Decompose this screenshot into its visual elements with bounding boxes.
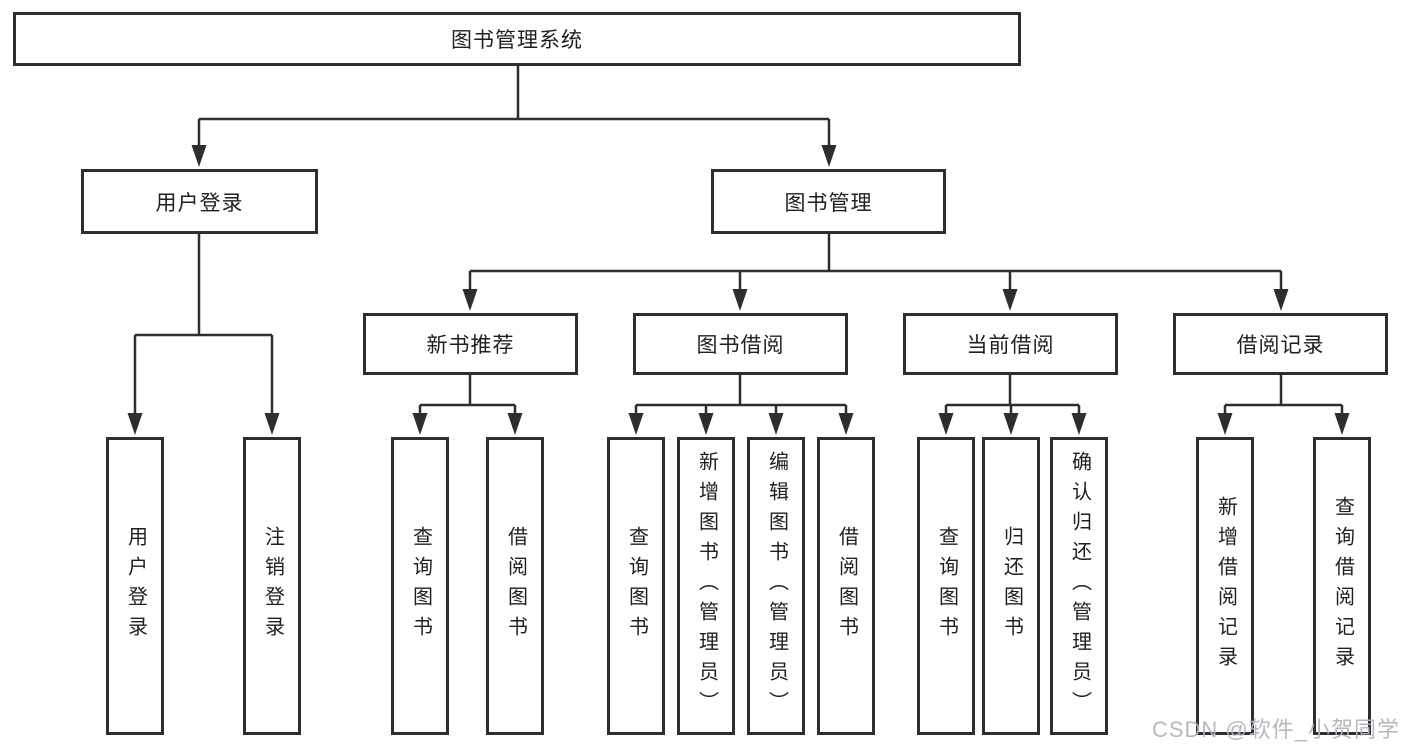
node-label: 当前借阅 xyxy=(966,334,1055,357)
leaf-edit-books-admin: 编辑图书（管理员） xyxy=(747,437,805,735)
node-new-book-recommend: 新书推荐 xyxy=(363,313,578,375)
arrowhead xyxy=(412,413,428,435)
node-label: 查询图书 xyxy=(935,526,958,646)
arrowhead xyxy=(698,413,714,435)
node-label: 借阅记录 xyxy=(1236,334,1325,357)
connector-borrow-records-to-leaves xyxy=(1217,375,1350,435)
connector-current-borrow-to-leaves xyxy=(938,375,1087,435)
connector-line xyxy=(944,375,1081,413)
leaf-borrow-books-recommend: 借阅图书 xyxy=(486,437,544,735)
node-label: 查询图书 xyxy=(625,526,648,646)
node-label: 用户登录 xyxy=(155,191,244,215)
arrowhead xyxy=(821,145,837,167)
leaf-add-borrow-record: 新增借阅记录 xyxy=(1196,437,1254,735)
connector-line xyxy=(197,66,831,152)
arrowhead xyxy=(127,413,143,435)
node-label: 借阅图书 xyxy=(504,526,527,646)
arrowhead xyxy=(191,145,207,167)
connector-line xyxy=(133,234,274,413)
connector-book-borrow-to-leaves xyxy=(628,375,854,435)
arrowhead xyxy=(1334,413,1350,435)
node-label: 图书借阅 xyxy=(696,334,785,357)
node-book-borrow: 图书借阅 xyxy=(633,313,848,375)
arrowhead xyxy=(1003,413,1019,435)
node-label: 查询借阅记录 xyxy=(1331,496,1354,676)
node-label: 注销登录 xyxy=(261,526,284,646)
connector-line xyxy=(634,375,848,413)
leaf-logout: 注销登录 xyxy=(243,437,301,735)
node-library-management-system: 图书管理系统 xyxy=(13,12,1021,66)
arrowhead xyxy=(507,413,523,435)
connector-user-login-to-leaves xyxy=(127,234,280,435)
leaf-query-borrow-record: 查询借阅记录 xyxy=(1313,437,1371,735)
node-label: 归还图书 xyxy=(1000,526,1023,646)
csdn-watermark: CSDN @软件_小贺同学 xyxy=(1151,717,1400,742)
arrowhead xyxy=(768,413,784,435)
node-current-borrow: 当前借阅 xyxy=(903,313,1118,375)
arrowhead xyxy=(938,413,954,435)
connector-line xyxy=(1223,375,1344,413)
arrowhead xyxy=(1002,289,1018,311)
connector-book-management-to-level3 xyxy=(462,234,1289,311)
node-borrow-records: 借阅记录 xyxy=(1173,313,1388,375)
leaf-query-books-borrow: 查询图书 xyxy=(607,437,665,735)
connector-new-book-recommend-to-leaves xyxy=(412,375,523,435)
arrowhead xyxy=(732,289,748,311)
node-label: 查询图书 xyxy=(409,526,432,646)
node-label: 新增借阅记录 xyxy=(1214,496,1237,676)
node-label: 新书推荐 xyxy=(426,334,515,357)
node-label: 图书管理系统 xyxy=(451,29,583,52)
leaf-add-books-admin: 新增图书（管理员） xyxy=(677,437,735,735)
leaf-query-books-recommend: 查询图书 xyxy=(391,437,449,735)
node-label: 新增图书（管理员） xyxy=(695,451,718,721)
connector-line xyxy=(468,234,1283,290)
leaf-user-login: 用户登录 xyxy=(106,437,164,735)
arrowhead xyxy=(628,413,644,435)
node-label: 图书管理 xyxy=(784,191,873,215)
node-label: 编辑图书（管理员） xyxy=(765,451,788,721)
arrowhead xyxy=(1071,413,1087,435)
arrowhead xyxy=(462,289,478,311)
node-label: 确认归还（管理员） xyxy=(1068,451,1091,721)
arrowhead xyxy=(264,413,280,435)
leaf-return-books: 归还图书 xyxy=(982,437,1040,735)
arrowhead xyxy=(1273,289,1289,311)
node-user-login: 用户登录 xyxy=(81,169,318,234)
leaf-borrow-books: 借阅图书 xyxy=(817,437,875,735)
node-label: 用户登录 xyxy=(124,526,147,646)
leaf-confirm-return-admin: 确认归还（管理员） xyxy=(1050,437,1108,735)
connector-root-to-level2 xyxy=(191,66,837,167)
node-label: 借阅图书 xyxy=(835,526,858,646)
arrowhead xyxy=(1217,413,1233,435)
connector-line xyxy=(418,375,517,413)
leaf-query-books-current: 查询图书 xyxy=(917,437,975,735)
arrowhead xyxy=(838,413,854,435)
node-book-management: 图书管理 xyxy=(711,169,946,234)
